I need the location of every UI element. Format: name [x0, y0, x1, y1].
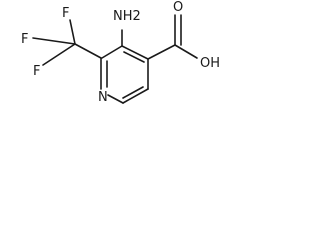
bond-c2-c3	[101, 45, 123, 59]
bond-carboxyl-oh	[174, 44, 198, 59]
atom-label-fluorine-top: F	[62, 6, 69, 21]
bond-cf3-f-left	[32, 37, 76, 45]
atom-label-hydroxyl: OH	[200, 56, 220, 71]
bond-c4-carboxyl	[147, 44, 176, 60]
atom-label-carbonyl-oxygen: O	[173, 0, 183, 15]
bond-cf3-f-bottom	[42, 43, 76, 66]
atom-label-fluorine-bottom: F	[33, 64, 40, 79]
bond-c3-c4	[121, 45, 149, 60]
bond-c2-cf3	[74, 43, 102, 59]
atom-label-nh2: NH2	[113, 9, 141, 24]
bond-c5-c6	[122, 88, 149, 104]
bond-c3-c4-inner	[123, 51, 145, 63]
bond-cf3-f-top	[69, 19, 76, 45]
bond-c6-n	[107, 94, 124, 104]
atom-label-fluorine-left: F	[21, 32, 28, 47]
chemical-structure: NH2 N OH O F F F	[21, 0, 220, 105]
bond-c5-c6-inner	[122, 86, 144, 99]
atom-label-ring-nitrogen: N	[98, 90, 108, 105]
